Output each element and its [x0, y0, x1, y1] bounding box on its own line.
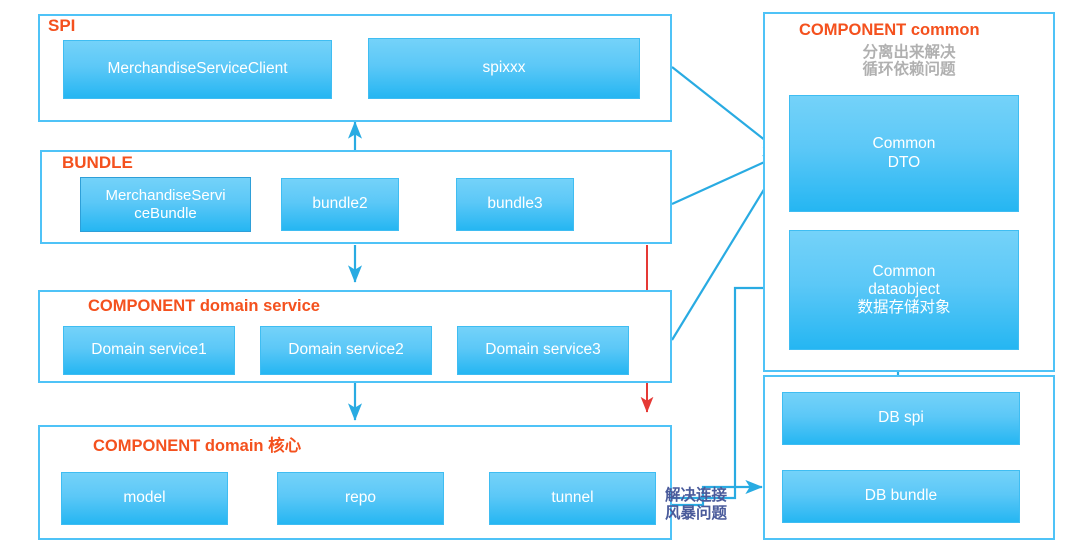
group-domain-core-label: COMPONENT domain 核心 [93, 437, 302, 455]
box-spixxx[interactable]: spixxx [368, 38, 640, 99]
box-model[interactable]: model [61, 472, 228, 525]
group-common-sublabel: 分离出来解决 循环依赖问题 [862, 44, 956, 79]
group-spi-label: SPI [48, 16, 76, 35]
group-bundle-label: BUNDLE [62, 153, 133, 172]
box-db-bundle[interactable]: DB bundle [782, 470, 1020, 523]
box-common-dataobject[interactable]: Common dataobject 数据存储对象 [789, 230, 1019, 350]
box-merchandise-service-bundle[interactable]: MerchandiseServi ceBundle [80, 177, 251, 232]
box-domain-service2[interactable]: Domain service2 [260, 326, 432, 375]
box-domain-service3[interactable]: Domain service3 [457, 326, 629, 375]
box-bundle2[interactable]: bundle2 [281, 178, 399, 231]
group-domain-service-label: COMPONENT domain service [88, 297, 320, 315]
box-tunnel[interactable]: tunnel [489, 472, 656, 525]
note-connection-storm: 解决连接 风暴问题 [665, 487, 728, 522]
box-bundle3[interactable]: bundle3 [456, 178, 574, 231]
box-repo[interactable]: repo [277, 472, 444, 525]
box-domain-service1[interactable]: Domain service1 [63, 326, 235, 375]
box-common-dto[interactable]: Common DTO [789, 95, 1019, 212]
box-merchandise-service-client[interactable]: MerchandiseServiceClient [63, 40, 332, 99]
group-common-label: COMPONENT common [799, 21, 980, 39]
box-db-spi[interactable]: DB spi [782, 392, 1020, 445]
